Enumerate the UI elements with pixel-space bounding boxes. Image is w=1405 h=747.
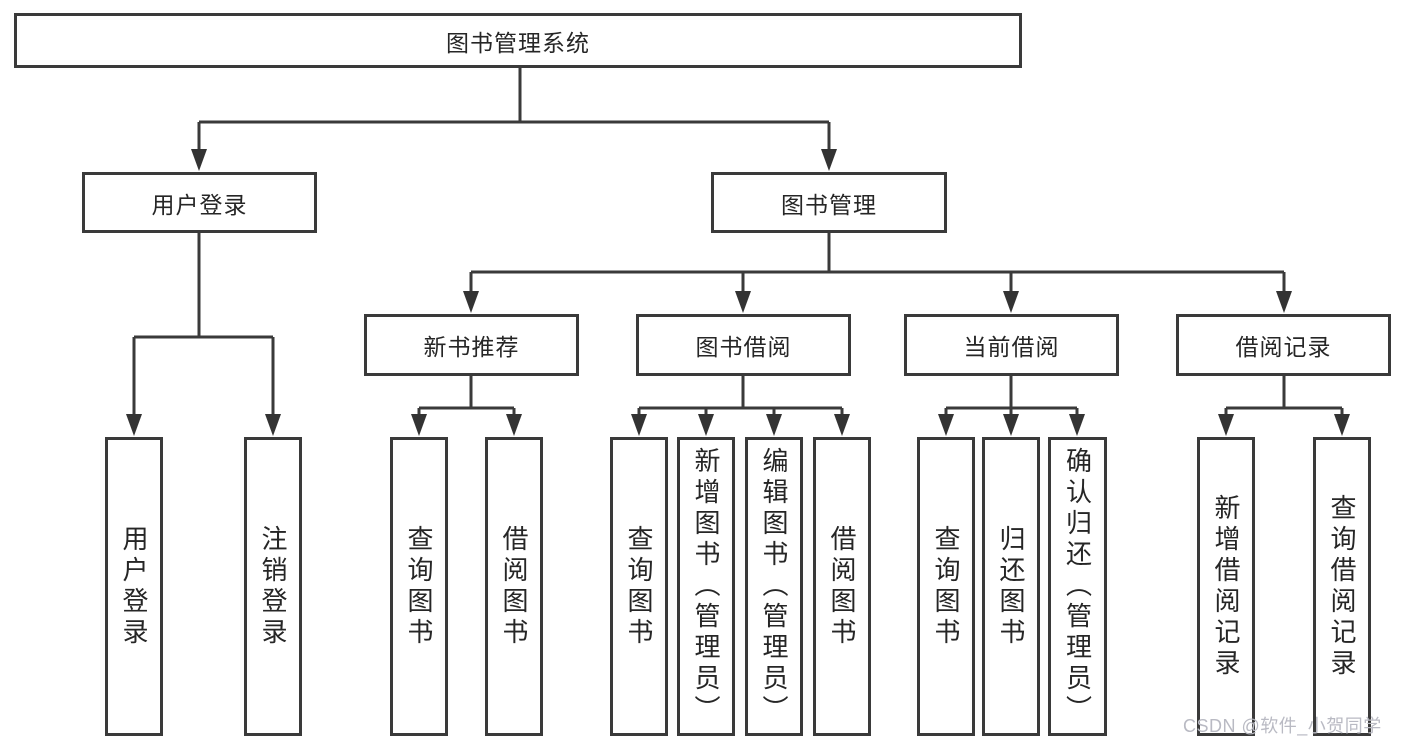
node-current-borrowing: 当前借阅 bbox=[904, 314, 1119, 376]
arrow-nb-c1 bbox=[411, 414, 427, 436]
node-label: 新书推荐 bbox=[423, 334, 520, 360]
arrow-user-login bbox=[191, 149, 207, 171]
node-book-management: 图书管理 bbox=[711, 172, 947, 233]
arrow-new-book bbox=[463, 291, 479, 313]
arrow-cb-c3 bbox=[1069, 414, 1085, 436]
node-label: 新增借阅记录 bbox=[1211, 493, 1241, 680]
arrow-cb-c2 bbox=[1003, 414, 1019, 436]
node-return-books: 归还图书 bbox=[982, 437, 1040, 736]
watermark: CSDN @软件_小贺同学 bbox=[1183, 716, 1382, 736]
node-add-borrow-record: 新增借阅记录 bbox=[1197, 437, 1255, 736]
arrow-bb-c1 bbox=[631, 414, 647, 436]
node-edit-books-admin: 编辑图书（管理员） bbox=[745, 437, 803, 736]
arrow-book-borrow bbox=[735, 291, 751, 313]
node-query-books-current: 查询图书 bbox=[917, 437, 975, 736]
arrow-nb-c2 bbox=[506, 414, 522, 436]
arrow-bb-c4 bbox=[834, 414, 850, 436]
node-label: 查询图书 bbox=[404, 524, 434, 649]
node-logout-action: 注销登录 bbox=[244, 437, 302, 736]
arrow-bb-c2 bbox=[698, 414, 714, 436]
node-book-borrowing: 图书借阅 bbox=[636, 314, 851, 376]
node-user-login: 用户登录 bbox=[82, 172, 317, 233]
arrow-current-borrow bbox=[1003, 291, 1019, 313]
node-label: 查询图书 bbox=[624, 524, 654, 649]
arrow-book-management bbox=[821, 149, 837, 171]
node-label: 图书管理 bbox=[781, 191, 877, 218]
node-library-management-system: 图书管理系统 bbox=[14, 13, 1022, 68]
node-user-login-action: 用户登录 bbox=[105, 437, 163, 736]
node-add-books-admin: 新增图书（管理员） bbox=[677, 437, 735, 736]
node-label: 借阅图书 bbox=[499, 524, 529, 649]
arrow-br-c1 bbox=[1218, 414, 1234, 436]
node-label: 图书借阅 bbox=[695, 334, 792, 360]
node-confirm-return-admin: 确认归还（管理员） bbox=[1048, 437, 1107, 736]
node-label: 图书管理系统 bbox=[446, 29, 590, 56]
arrow-br-c2 bbox=[1334, 414, 1350, 436]
node-label: 归还图书 bbox=[996, 524, 1026, 649]
node-borrowing-records: 借阅记录 bbox=[1176, 314, 1391, 376]
node-query-books-borrowing: 查询图书 bbox=[610, 437, 668, 736]
node-label: 编辑图书（管理员） bbox=[759, 447, 789, 726]
node-label: 用户登录 bbox=[151, 191, 248, 218]
arrow-borrow-record bbox=[1276, 291, 1292, 313]
node-label: 当前借阅 bbox=[963, 334, 1060, 360]
arrow-cb-c1 bbox=[938, 414, 954, 436]
node-label: 查询借阅记录 bbox=[1327, 493, 1357, 680]
node-label: 借阅图书 bbox=[827, 524, 857, 649]
node-borrow-books-borrowing: 借阅图书 bbox=[813, 437, 871, 736]
node-label: 查询图书 bbox=[931, 524, 961, 649]
node-query-books-recommend: 查询图书 bbox=[390, 437, 448, 736]
node-label: 用户登录 bbox=[119, 524, 149, 649]
node-new-book-recommend: 新书推荐 bbox=[364, 314, 579, 376]
arrow-bb-c3 bbox=[766, 414, 782, 436]
arrow-logout-action bbox=[265, 414, 281, 436]
arrow-login-action bbox=[126, 414, 142, 436]
arrowheads bbox=[126, 149, 1350, 436]
node-borrow-books-recommend: 借阅图书 bbox=[485, 437, 543, 736]
node-label: 确认归还（管理员） bbox=[1062, 447, 1093, 726]
node-label: 新增图书（管理员） bbox=[691, 447, 721, 726]
node-label: 借阅记录 bbox=[1235, 334, 1332, 360]
node-label: 注销登录 bbox=[258, 524, 288, 649]
node-query-borrow-record: 查询借阅记录 bbox=[1313, 437, 1371, 736]
